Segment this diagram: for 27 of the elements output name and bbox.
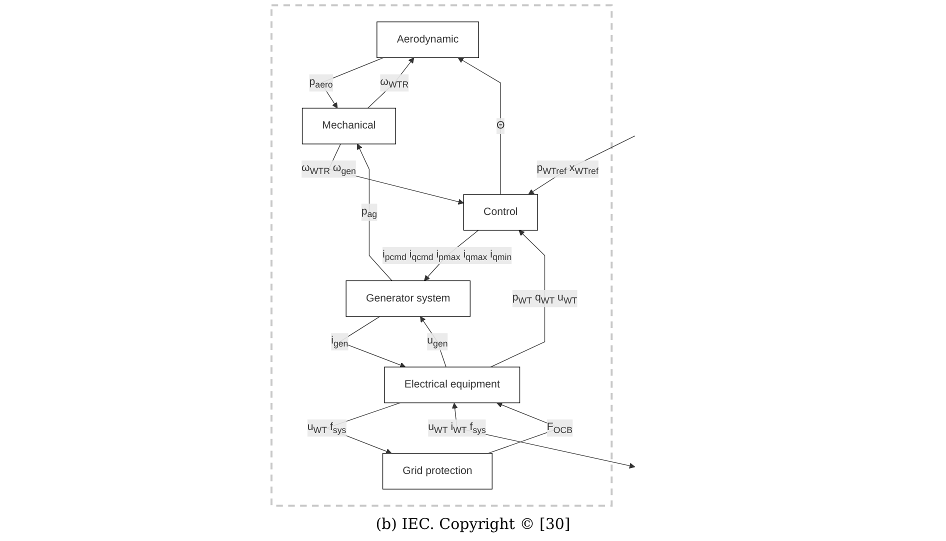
edge-label: p$_{WTref}$ x$_{WTref}$ [536, 162, 598, 176]
edge-label: F$_{OCB}$ [546, 421, 572, 435]
edge-label: Θ [496, 120, 505, 132]
arrow [490, 230, 546, 368]
edge-label: p$_{ag}$ [361, 206, 377, 220]
cluster [270, 4, 613, 507]
edge-label: p$_{WT}$ q$_{WT}$ u$_{WT}$ [512, 292, 578, 306]
arrow [356, 144, 392, 282]
node-box: Electrical equipment [384, 366, 520, 404]
node-box: Generator system [346, 280, 470, 317]
arrow [458, 57, 501, 195]
node-box: Grid protection [382, 453, 492, 490]
arrow [420, 316, 446, 368]
edge-label: ω$_{WTR}$ ω$_{gen}$ [301, 162, 356, 176]
caption: (b) IEC. Copyright © [30] [376, 514, 570, 535]
edge-label: i$_{gen}$ [331, 335, 348, 348]
edge-label: ω$_{WTR}$ [380, 76, 409, 90]
arrow [528, 136, 636, 195]
edge-label: u$_{WT}$ i$_{WT}$ f$_{sys}$ [428, 421, 486, 435]
edge-label: p$_{aero}$ [309, 76, 333, 90]
node-box: Control [463, 194, 538, 231]
node-box: Mechanical [302, 108, 396, 144]
arrow [367, 57, 414, 108]
node-box: Aerodynamic [376, 22, 479, 58]
edge-label: u$_{gen}$ [427, 335, 448, 348]
edge-label: i$_{pcmd}$ i$_{qcmd}$ i$_{pmax}$ i$_{qmax}$ i$_{qmin}$ [382, 248, 512, 262]
edge-label: u$_{WT}$ f$_{sys}$ [307, 421, 346, 435]
